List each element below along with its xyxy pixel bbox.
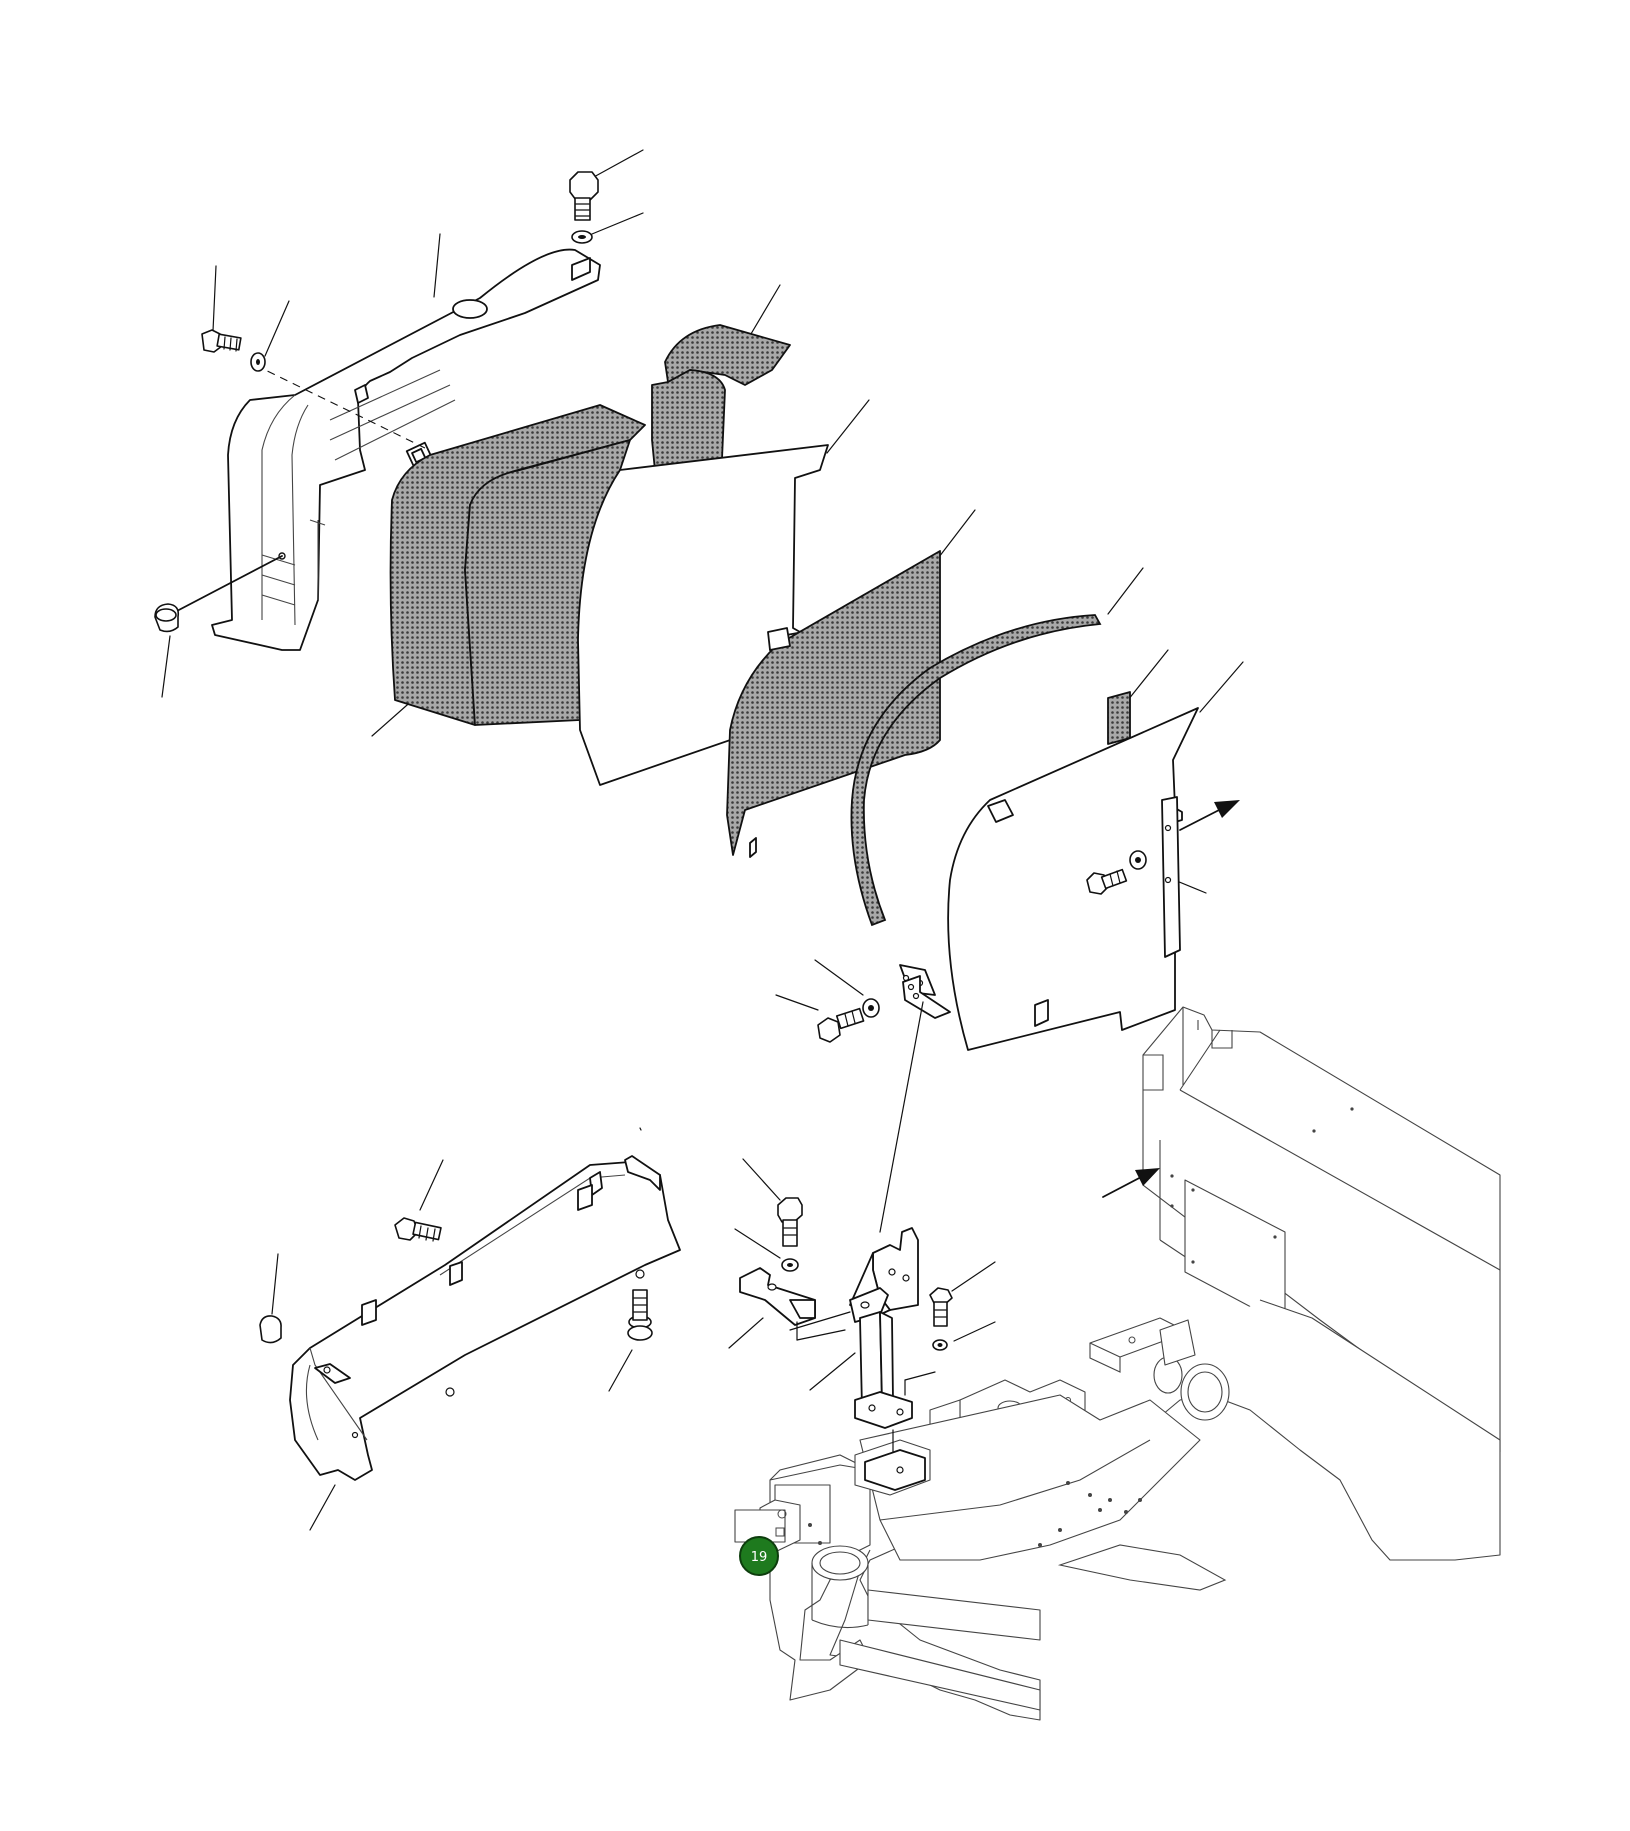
lower-cover-post-bolt [627,1289,653,1341]
lower-mount-block [864,1449,926,1491]
lower-cover [289,1127,681,1481]
bracket-washer [862,998,880,1018]
panel-bolt [1086,868,1128,895]
plug-cap [154,603,180,633]
center-bolt [777,1197,803,1272]
lower-cover-bolt [394,1217,442,1242]
rear-mesh-screen [726,550,941,858]
mount-plate [739,1267,846,1341]
lower-cover-plug [259,1315,282,1344]
support-bracket [789,1227,936,1461]
bracket-bolt [817,1007,865,1043]
right-small-bolt [929,1287,953,1351]
panel-washer [1129,850,1147,870]
seal-strip [850,614,1102,927]
strap [902,975,951,1019]
top-bolt [569,171,599,221]
left-washer [250,352,266,372]
top-washer [571,230,593,244]
machine-frame [734,1006,1501,1721]
hidden-line [254,364,426,449]
hidden-line-2 [174,555,283,613]
callout-badge[interactable] [739,1536,779,1576]
rear-panel [899,707,1199,1051]
seal-block [1107,691,1131,745]
left-bolt [201,329,242,353]
callout-19[interactable]: 19 [739,1536,779,1576]
callout-label: 19 [751,1550,768,1565]
